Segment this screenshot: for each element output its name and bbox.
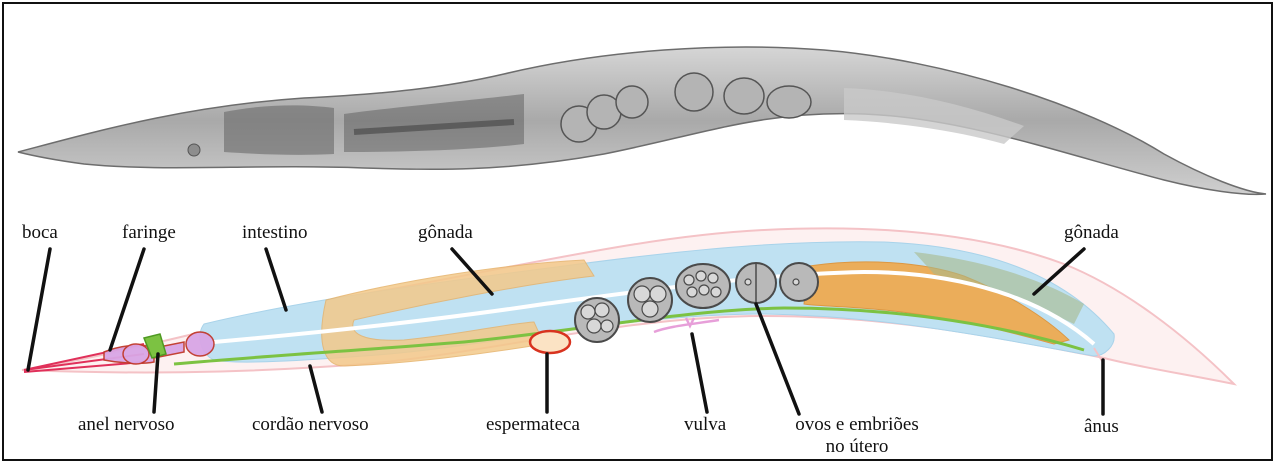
pointer-boca bbox=[28, 249, 50, 370]
spermatheca bbox=[530, 331, 570, 353]
label-anus: ânus bbox=[1084, 416, 1119, 438]
label-vulva: vulva bbox=[684, 414, 726, 436]
label-gonada-right: gônada bbox=[1064, 222, 1119, 244]
micrograph-body bbox=[18, 47, 1266, 194]
pointer-faringe bbox=[110, 249, 144, 350]
pointer-intestino bbox=[266, 249, 286, 310]
pointer-cordao-nervoso bbox=[310, 366, 322, 412]
label-faringe: faringe bbox=[122, 222, 176, 244]
micrograph-nerve-ring-spot bbox=[188, 144, 200, 156]
label-cordao-nervoso: cordão nervoso bbox=[252, 414, 369, 436]
micrograph-pharynx-region bbox=[224, 105, 334, 154]
label-ovos-line2: no útero bbox=[770, 436, 944, 458]
label-ovos-line1: ovos e embriões bbox=[770, 414, 944, 436]
pointer-vulva bbox=[692, 334, 707, 412]
label-gonada-left: gônada bbox=[418, 222, 473, 244]
label-boca: boca bbox=[22, 222, 58, 244]
micrograph-worm bbox=[18, 47, 1266, 194]
label-espermateca: espermateca bbox=[486, 414, 580, 436]
pointer-ovos bbox=[756, 304, 799, 414]
label-anel-nervoso: anel nervoso bbox=[78, 414, 175, 436]
label-ovos-embrioes: ovos e embriões no útero bbox=[770, 414, 944, 458]
label-intestino: intestino bbox=[242, 222, 307, 244]
schematic-worm bbox=[22, 228, 1234, 384]
